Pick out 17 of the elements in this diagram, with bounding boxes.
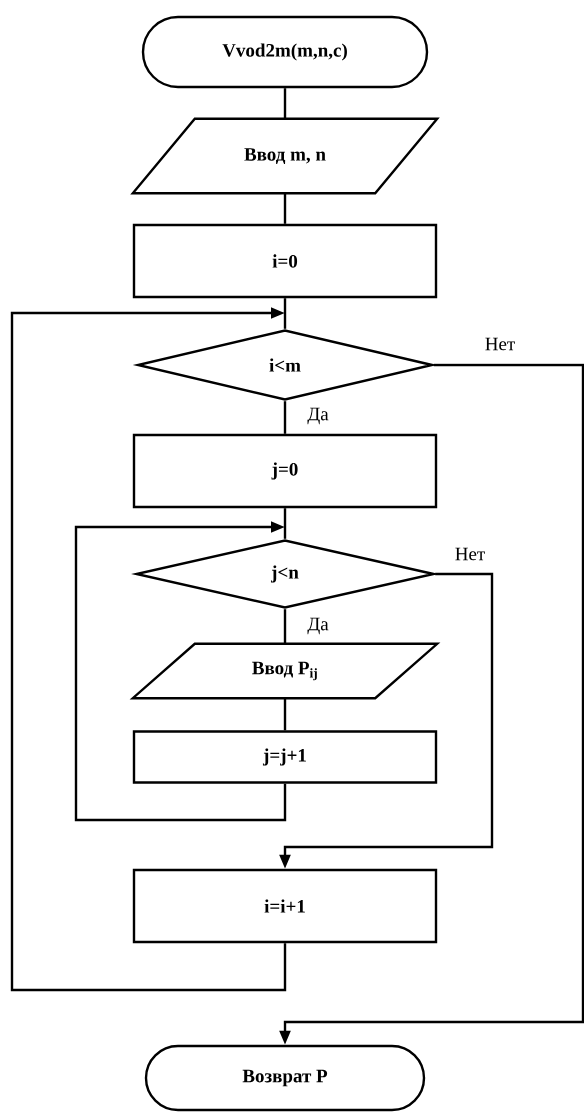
process-box: i=0 [132, 223, 438, 299]
connector-line [283, 609, 287, 644]
connector-line [283, 508, 287, 539]
edge-label: Да [306, 616, 330, 636]
connector-line [283, 88, 287, 119]
edge-label: Да [306, 406, 330, 426]
connector-line [283, 298, 287, 329]
connector-line [74, 521, 287, 822]
connector-line [283, 698, 287, 731]
edge-label: Нет [453, 546, 487, 562]
process-box: j=j+1 [132, 730, 438, 784]
process-box: i=i+1 [132, 868, 438, 944]
process-box: j=0 [132, 433, 438, 509]
connector-line [283, 401, 287, 434]
edge-label: Нет [483, 336, 517, 352]
connector-line [283, 193, 287, 224]
connector-line [10, 307, 287, 992]
